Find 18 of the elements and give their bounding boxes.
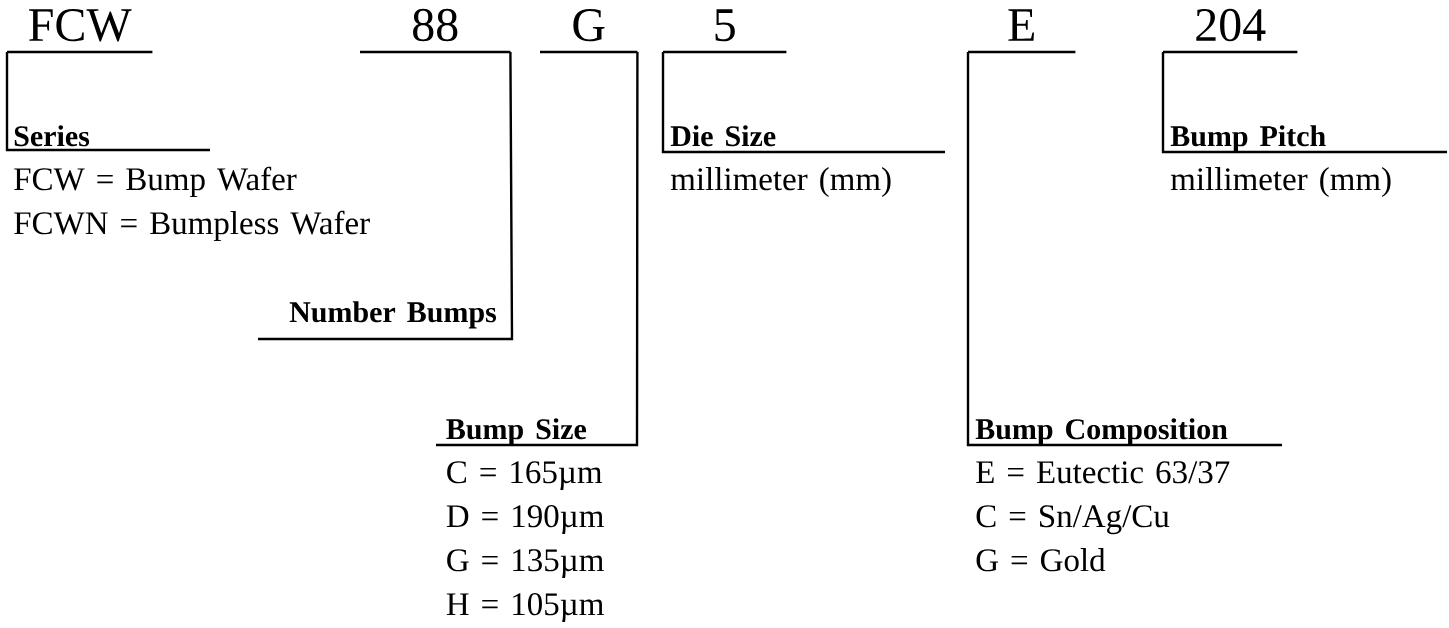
field-description: Bump Size C = 165µm D = 190µm G = 135µm H = 105µm [446, 418, 604, 623]
field-description: Bump Pitch millimeter (mm) [1170, 125, 1391, 198]
code-segment: E [968, 9, 1076, 54]
leader-line [258, 52, 514, 341]
field-description: Bump Composition E = Eutectic 63/37 C = Sn/Ag/Cu G = Gold [975, 418, 1230, 572]
code-segment: FCW [7, 9, 153, 54]
field-description: Series FCW = Bump Wafer FCWN = Bumpless Wafer [14, 125, 370, 242]
leader-line [5, 52, 210, 152]
leader-line [1161, 52, 1447, 154]
field-description: Number Bumps [289, 301, 497, 329]
leader-line [661, 52, 945, 154]
code-segment: 204 [1163, 8, 1298, 54]
field-description: Die Size millimeter (mm) [670, 125, 891, 198]
leader-line [966, 52, 1282, 447]
code-segment: 88 [360, 8, 511, 54]
code-segment: 5 [663, 9, 787, 54]
leader-line [436, 52, 639, 447]
code-segment: G [540, 9, 638, 54]
